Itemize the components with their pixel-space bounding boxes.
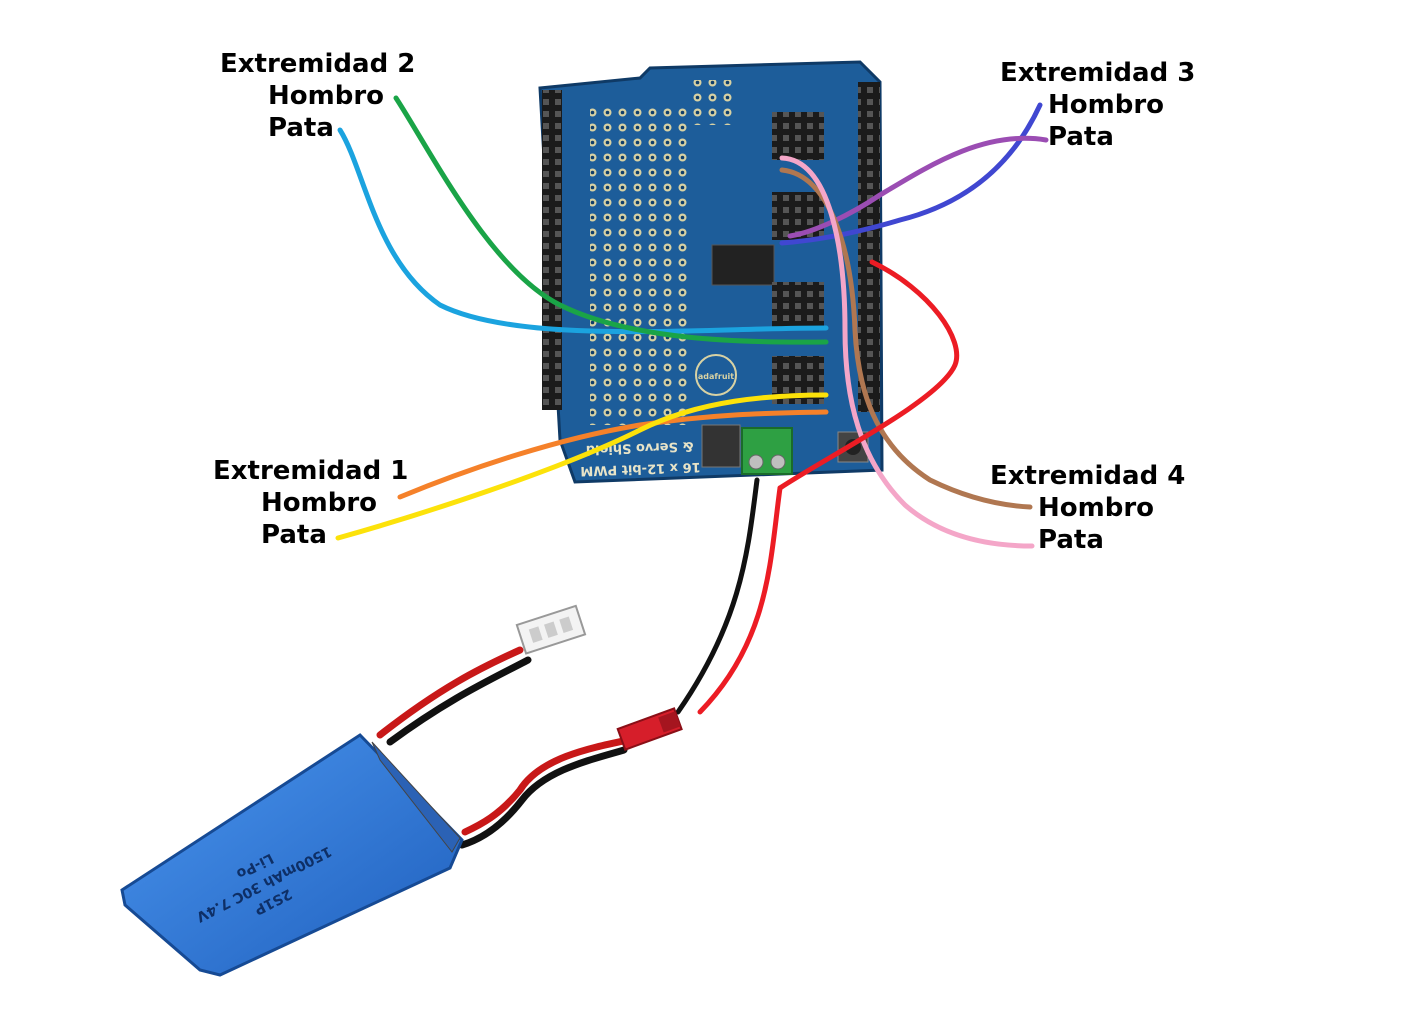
wire-ext2-hombro [393, 95, 829, 345]
label-ext2-pata: Pata [268, 113, 334, 143]
wire-ext1-pata [335, 392, 829, 541]
balance-lead-black [386, 656, 532, 746]
balance-lead-red [376, 646, 524, 739]
screw-terminal-screw-2 [770, 454, 786, 470]
lipo-battery: 2S1P 1500mAh 30C 7.4V Li-Po [120, 733, 464, 977]
prototype-area [590, 105, 690, 425]
label-ext2-hombro: Hombro [268, 81, 385, 111]
wire-ext3-hombro [779, 102, 1043, 246]
prototype-area-2 [690, 80, 735, 125]
wire-ext4-pata [779, 155, 1035, 549]
battery-body [120, 733, 464, 977]
wire-power-negative-down [675, 477, 760, 715]
battery-wrap-edge [371, 741, 461, 853]
wire-ext3-pata [787, 135, 1049, 239]
battery-lead-black [458, 746, 628, 849]
label-ext3-title: Extremidad 3 [1000, 58, 1196, 88]
servo-header-block-3 [772, 282, 824, 330]
servo-header-block-1 [772, 112, 824, 160]
wire-ext2-pata [337, 127, 829, 335]
label-ext4-pata: Pata [1038, 525, 1104, 555]
label-ext4-title: Extremidad 4 [990, 461, 1186, 491]
label-ext2-title: Extremidad 2 [220, 49, 416, 79]
label-ext3-pata: Pata [1048, 122, 1114, 152]
battery-lead-red [461, 736, 632, 836]
power-wires [376, 259, 960, 849]
wire-power-positive-down [697, 485, 783, 715]
screw-terminal-screw-1 [748, 454, 764, 470]
label-ext1-title: Extremidad 1 [213, 456, 409, 486]
voltage-regulator [701, 424, 741, 468]
wire-power-positive-shield [777, 259, 960, 491]
label-ext1-pata: Pata [261, 520, 327, 550]
label-ext1-hombro: Hombro [261, 488, 378, 518]
adafruit-logo-text: adafruit [698, 372, 734, 381]
balance-connector [515, 604, 587, 655]
label-ext4-hombro: Hombro [1038, 493, 1155, 523]
right-header-pins [858, 82, 880, 412]
servo-wires [335, 95, 1049, 549]
servo-shield-board: adafruit 16 x 12-bit PWM & Servo Shield [538, 60, 884, 484]
pwm-chip [711, 244, 775, 286]
screw-terminal [741, 427, 793, 475]
left-header-pins [542, 90, 562, 410]
adafruit-logo [695, 354, 737, 396]
wire-ext1-hombro [397, 409, 829, 500]
board-silkscreen-1: 16 x 12-bit PWM [580, 459, 701, 478]
label-ext3-hombro: Hombro [1048, 90, 1165, 120]
jst-connector [616, 707, 683, 751]
